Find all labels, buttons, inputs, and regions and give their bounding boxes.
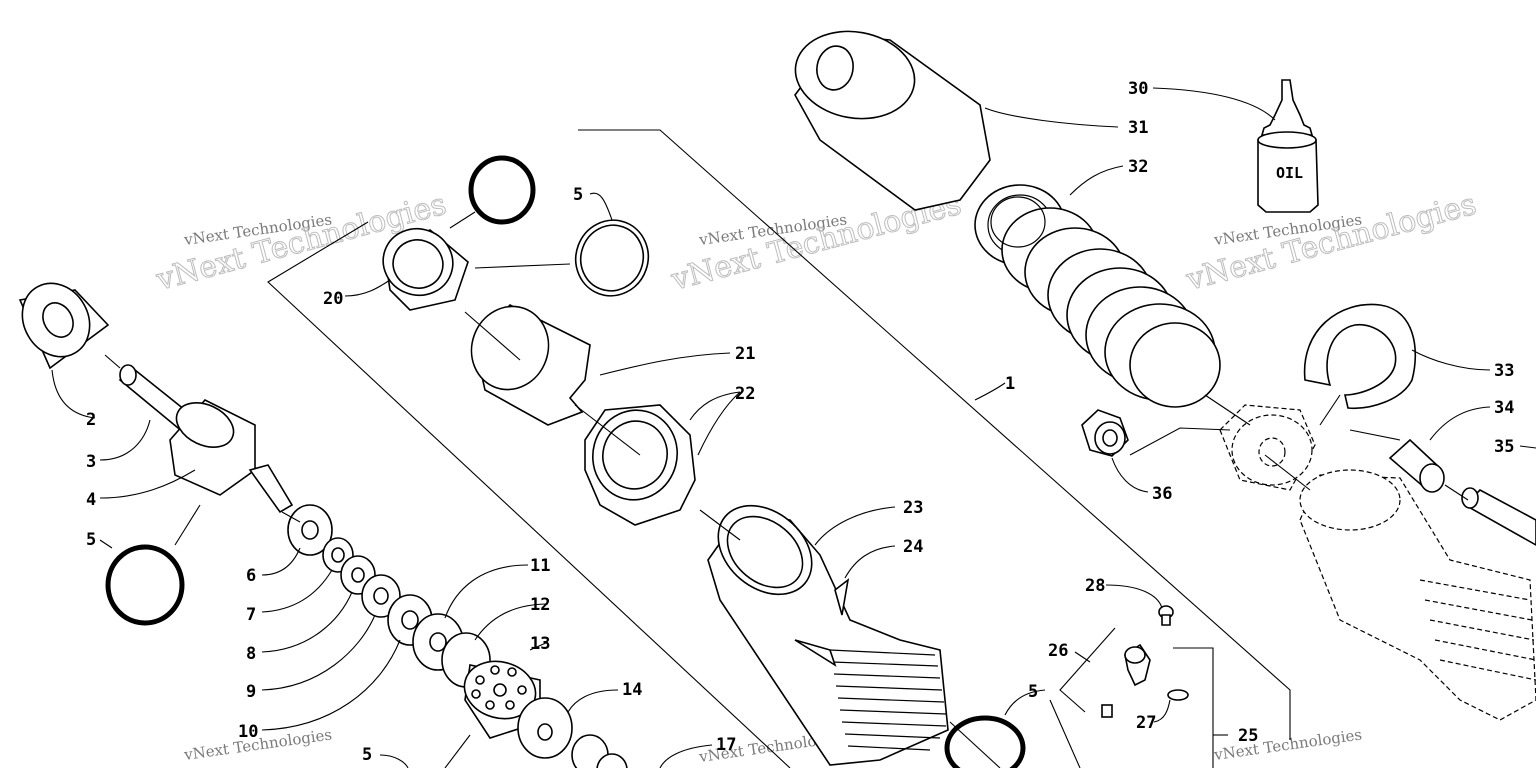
part-20-seal-holder [382,227,469,311]
callout-17: 17 [716,735,736,755]
callout-4: 4 [86,490,96,510]
callout-36: 36 [1152,484,1172,504]
callout-26: 26 [1048,641,1068,661]
callout-30: 30 [1128,79,1148,99]
callout-5: 5 [1028,682,1038,702]
assembled-shock-phantom [1219,404,1536,721]
callout-24: 24 [903,537,923,557]
callout-8: 8 [246,644,256,664]
callout-22: 22 [735,384,755,404]
callout-20: 20 [323,289,343,309]
callout-27: 27 [1136,713,1156,733]
watermark-text: vNext Technologies [1212,725,1363,764]
callout-leaders [51,87,1536,768]
part-22-spanner-nut [584,404,696,526]
callout-5: 5 [362,745,372,765]
callout-34: 34 [1494,398,1514,418]
callout-33: 33 [1494,361,1514,381]
part-33-split-collar [1303,303,1417,410]
callout-5: 5 [573,185,583,205]
callout-31: 31 [1128,118,1148,138]
part-35-bolt [1461,487,1536,546]
callout-labels: 1 2 3 4 5 5 5 5 6 7 8 9 10 11 12 13 14 1… [86,79,1514,765]
part-14-washer [517,697,628,768]
part-23-24-shock-body [707,504,949,766]
callout-6: 6 [246,566,256,586]
part-36-lock-nut [1081,409,1129,457]
callout-5: 5 [86,530,96,550]
part-27-o-ring-small [1167,689,1189,701]
callout-13: 13 [530,634,550,654]
part-21-sleeve [470,304,591,426]
part-4-shaft-eye [169,399,294,514]
part-5-o-ring [468,155,536,225]
assembly-alignment-lines [104,211,1469,768]
callout-2: 2 [86,410,96,430]
valve-shim-stack [287,504,491,688]
callout-21: 21 [735,344,755,364]
assembly-bracket-lines [267,129,1291,768]
part-32-coil-spring [974,184,1221,408]
part-31-bump-cap [794,30,991,211]
part-28-screw [1158,605,1174,626]
part-34-bushing [1388,438,1445,493]
callout-14: 14 [622,680,642,700]
callout-3: 3 [86,452,96,472]
part-5-ring [574,219,650,297]
callout-25: 25 [1238,726,1258,746]
callout-32: 32 [1128,157,1148,177]
callout-7: 7 [246,605,256,625]
callout-35: 35 [1494,437,1514,457]
part-2-cap [18,282,110,370]
part-26-valve [1101,643,1151,718]
callout-23: 23 [903,498,923,518]
callout-12: 12 [530,595,550,615]
callout-9: 9 [246,682,256,702]
callout-10: 10 [238,722,258,742]
part-5-o-ring [944,715,1026,768]
callout-1: 1 [1005,374,1015,394]
part-5-o-ring [105,544,185,626]
part-30-oil-bottle: OIL [1257,79,1319,213]
callout-28: 28 [1085,576,1105,596]
callout-11: 11 [530,556,550,576]
oil-label: OIL [1276,164,1303,182]
